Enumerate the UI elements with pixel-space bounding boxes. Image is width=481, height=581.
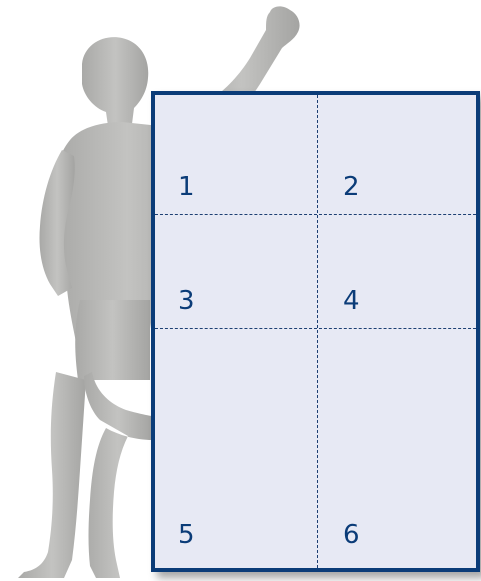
vertical-divider: [317, 95, 318, 568]
section-4-label: 4: [343, 288, 360, 314]
section-6-label: 6: [343, 522, 360, 548]
section-1-label: 1: [178, 174, 195, 200]
horizontal-divider: [155, 214, 476, 215]
section-5-label: 5: [178, 522, 195, 548]
horizontal-divider: [155, 328, 476, 329]
section-2-label: 2: [343, 174, 360, 200]
panel-grid: 1 2 3 4 5 6: [151, 91, 480, 572]
section-3-label: 3: [178, 288, 195, 314]
